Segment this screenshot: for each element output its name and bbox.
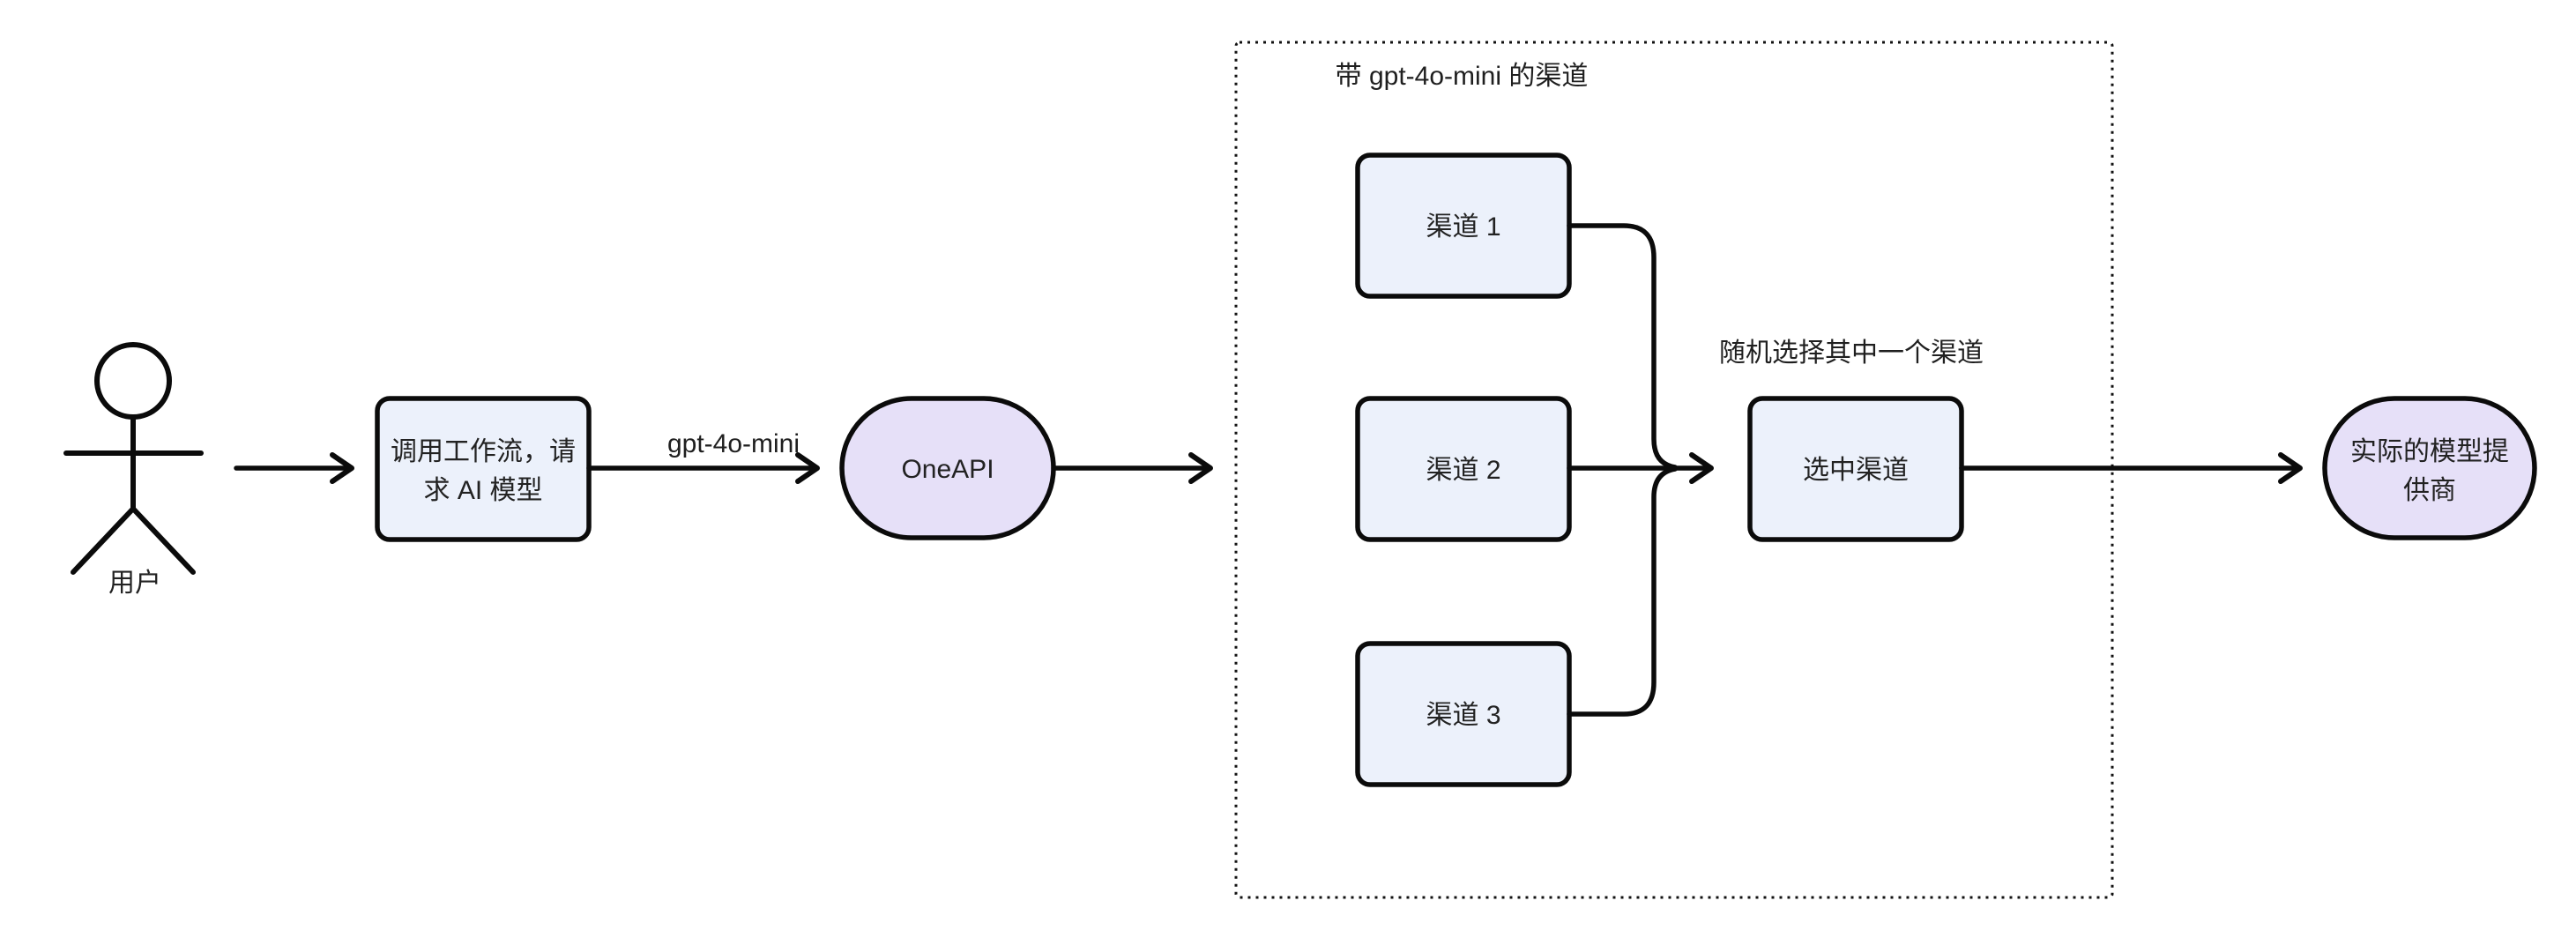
actor-head bbox=[94, 342, 172, 420]
node-workflow-box bbox=[375, 396, 592, 542]
node-channel2-label: 渠道 2 bbox=[1426, 456, 1500, 485]
actor-leg-right bbox=[130, 506, 196, 575]
node-workflow: 调用工作流，请 求 AI 模型 bbox=[375, 396, 592, 542]
node-workflow-label-line1: 调用工作流，请 bbox=[391, 437, 576, 466]
node-workflow-label-line2: 求 AI 模型 bbox=[423, 476, 542, 505]
edge-channel1-to-selected bbox=[1567, 223, 1678, 470]
node-channel3: 渠道 3 bbox=[1355, 641, 1572, 787]
node-provider-shape bbox=[2322, 396, 2537, 540]
node-provider-label-line1: 实际的模型提 bbox=[2350, 437, 2509, 466]
node-channel2: 渠道 2 bbox=[1355, 396, 1572, 542]
edge-channel3-to-selected bbox=[1567, 466, 1678, 717]
channels-container-title: 带 gpt-4o-mini 的渠道 bbox=[1336, 62, 1589, 91]
actor-user: 用户 bbox=[63, 342, 204, 598]
node-channel1-label: 渠道 1 bbox=[1426, 212, 1500, 242]
actor-user-label: 用户 bbox=[108, 569, 161, 598]
edge-label-random-select: 随机选择其中一个渠道 bbox=[1719, 339, 1984, 368]
node-provider-label-line2: 供商 bbox=[2403, 476, 2456, 505]
node-provider: 实际的模型提 供商 bbox=[2322, 396, 2537, 540]
node-channel3-label: 渠道 3 bbox=[1426, 701, 1500, 730]
actor-leg-left bbox=[71, 506, 136, 575]
node-oneapi-label: OneAPI bbox=[901, 455, 994, 484]
node-channel1: 渠道 1 bbox=[1355, 153, 1572, 299]
node-selected-channel: 选中渠道 bbox=[1747, 396, 1964, 542]
node-oneapi: OneAPI bbox=[839, 396, 1056, 540]
edge-label-gpt-4o-mini: gpt-4o-mini bbox=[667, 429, 800, 458]
node-selected-channel-label: 选中渠道 bbox=[1803, 456, 1909, 485]
